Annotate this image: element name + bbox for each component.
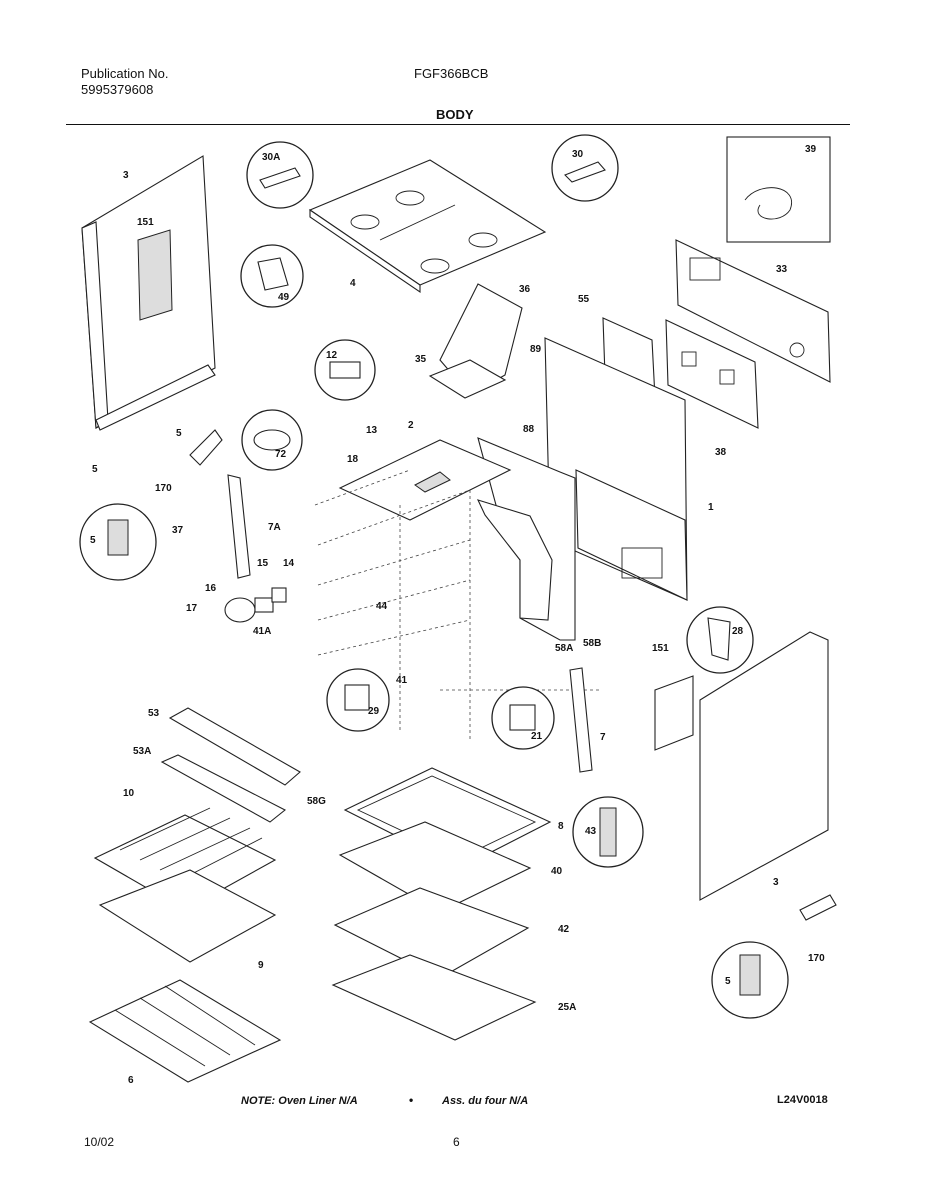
label-13: 13 xyxy=(366,425,378,436)
callout-5-bottom[interactable] xyxy=(711,941,789,1019)
label-88: 88 xyxy=(523,424,535,435)
header-rule xyxy=(66,124,850,125)
callout-29[interactable] xyxy=(326,668,390,732)
label-5-top: 5 xyxy=(176,428,182,439)
back-panel[interactable] xyxy=(675,239,831,383)
label-53: 53 xyxy=(148,708,160,719)
note-oven-liner-french: Ass. du four N/A xyxy=(442,1095,529,1107)
label-7: 7 xyxy=(600,732,606,743)
label-18: 18 xyxy=(347,454,359,465)
broiler-channel[interactable] xyxy=(160,707,301,823)
callout-21[interactable] xyxy=(491,686,555,750)
burner-box[interactable] xyxy=(428,283,523,399)
label-16: 16 xyxy=(205,583,217,594)
label-15: 15 xyxy=(257,558,269,569)
label-151: 151 xyxy=(137,217,154,228)
label-21: 21 xyxy=(531,731,543,742)
page-number: 6 xyxy=(453,1135,460,1149)
label-35: 35 xyxy=(415,354,427,365)
label-58G: 58G xyxy=(307,796,326,807)
label-37: 37 xyxy=(172,525,184,536)
label-30: 30 xyxy=(572,149,584,160)
label-38: 38 xyxy=(715,447,727,458)
callout-43[interactable] xyxy=(572,796,644,868)
label-17: 17 xyxy=(186,603,198,614)
drawing-number: L24V0018 xyxy=(777,1094,828,1106)
label-10: 10 xyxy=(123,788,135,799)
label-170-left: 170 xyxy=(155,483,172,494)
label-33: 33 xyxy=(776,264,788,275)
burner-bracket-7A[interactable] xyxy=(227,474,251,579)
label-41: 41 xyxy=(396,675,408,686)
label-8: 8 xyxy=(558,821,564,832)
label-53A: 53A xyxy=(133,746,151,757)
note-bullet: • xyxy=(409,1093,414,1107)
callout-39-box[interactable] xyxy=(726,136,831,243)
label-40: 40 xyxy=(551,866,563,877)
footer-date: 10/02 xyxy=(84,1135,115,1149)
label-14: 14 xyxy=(283,558,295,569)
callout-28[interactable] xyxy=(686,606,754,674)
label-39: 39 xyxy=(805,144,817,155)
side-panel-left[interactable] xyxy=(81,155,216,431)
heat-shield[interactable] xyxy=(665,319,759,429)
label-89: 89 xyxy=(530,344,542,355)
label-36: 36 xyxy=(519,284,531,295)
bracket-170-left[interactable] xyxy=(189,429,223,466)
label-30A: 30A xyxy=(262,152,280,163)
label-151-right: 151 xyxy=(652,643,669,654)
cooktop-frame[interactable] xyxy=(308,159,547,294)
label-49: 49 xyxy=(278,292,290,303)
label-5-callout: 5 xyxy=(90,535,96,546)
callout-12[interactable] xyxy=(314,339,376,401)
label-58A: 58A xyxy=(555,643,573,654)
label-170-right: 170 xyxy=(808,953,825,964)
label-6: 6 xyxy=(128,1075,134,1086)
label-5-bottom: 5 xyxy=(725,976,731,987)
label-25A: 25A xyxy=(558,1002,576,1013)
burner-baffle[interactable] xyxy=(338,821,532,913)
valve-assembly-16[interactable] xyxy=(224,587,287,623)
broiler-pan[interactable] xyxy=(98,869,277,963)
label-29: 29 xyxy=(368,706,380,717)
manifold-bracket[interactable] xyxy=(338,439,512,521)
note-oven-liner: NOTE: Oven Liner N/A xyxy=(241,1095,358,1107)
label-42: 42 xyxy=(558,924,570,935)
front-frame[interactable] xyxy=(476,437,576,641)
part-labels: 3 151 30A 4 49 30 39 33 36 55 12 35 89 8… xyxy=(90,144,825,1086)
callout-5-top[interactable] xyxy=(79,503,157,581)
oven-body[interactable] xyxy=(544,337,688,601)
section-title: BODY xyxy=(436,107,474,122)
label-1: 1 xyxy=(708,502,714,513)
publication-number: 5995379608 xyxy=(81,82,154,97)
label-5-left: 5 xyxy=(92,464,98,475)
label-3-right: 3 xyxy=(773,877,779,888)
label-7A: 7A xyxy=(268,522,281,533)
label-58B: 58B xyxy=(583,638,601,649)
label-2: 2 xyxy=(408,420,414,431)
oven-rack[interactable] xyxy=(88,979,282,1083)
model-number: FGF366BCB xyxy=(414,66,489,81)
label-55: 55 xyxy=(578,294,590,305)
publication-label: Publication No. xyxy=(81,66,169,81)
label-28: 28 xyxy=(732,626,744,637)
label-12: 12 xyxy=(326,350,338,361)
label-3: 3 xyxy=(123,170,129,181)
callout-30[interactable] xyxy=(551,134,619,202)
label-9: 9 xyxy=(258,960,264,971)
label-72: 72 xyxy=(275,449,287,460)
lower-baffle[interactable] xyxy=(331,954,537,1041)
label-43: 43 xyxy=(585,826,597,837)
callout-49[interactable] xyxy=(240,244,304,308)
side-panel-right[interactable] xyxy=(654,631,829,901)
burner-bracket-7[interactable] xyxy=(569,667,593,773)
publication-block: Publication No. 5995379608 xyxy=(81,66,168,98)
label-44: 44 xyxy=(376,601,388,612)
bracket-170-right[interactable] xyxy=(799,894,837,921)
callout-30A[interactable] xyxy=(246,141,314,209)
callout-72[interactable] xyxy=(241,409,303,471)
label-41A: 41A xyxy=(253,626,271,637)
label-4: 4 xyxy=(350,278,356,289)
